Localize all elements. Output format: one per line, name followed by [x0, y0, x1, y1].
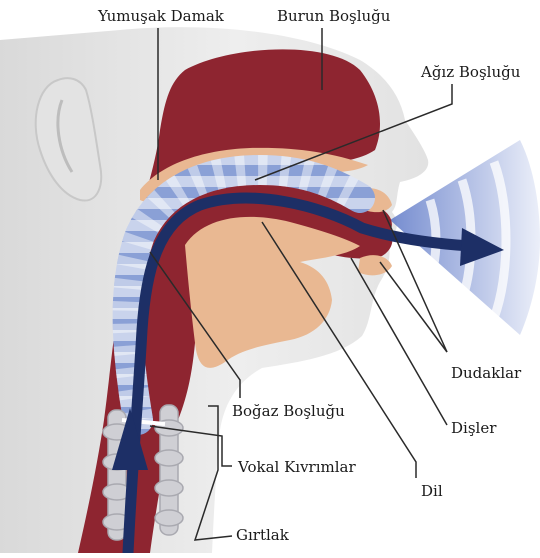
label-pharynx: Boğaz Boşluğu	[232, 402, 345, 420]
label-lips: Dudaklar	[451, 364, 521, 382]
label-teeth: Dişler	[451, 419, 496, 437]
label-larynx: Gırtlak	[236, 526, 289, 544]
label-soft-palate: Yumuşak Damak	[98, 7, 224, 25]
label-tongue: Dil	[421, 482, 443, 500]
label-nasal-cavity: Burun Boşluğu	[277, 7, 390, 25]
label-oral-cavity: Ağız Boşluğu	[421, 63, 520, 81]
label-vocal-folds: Vokal Kıvrımlar	[238, 458, 356, 476]
